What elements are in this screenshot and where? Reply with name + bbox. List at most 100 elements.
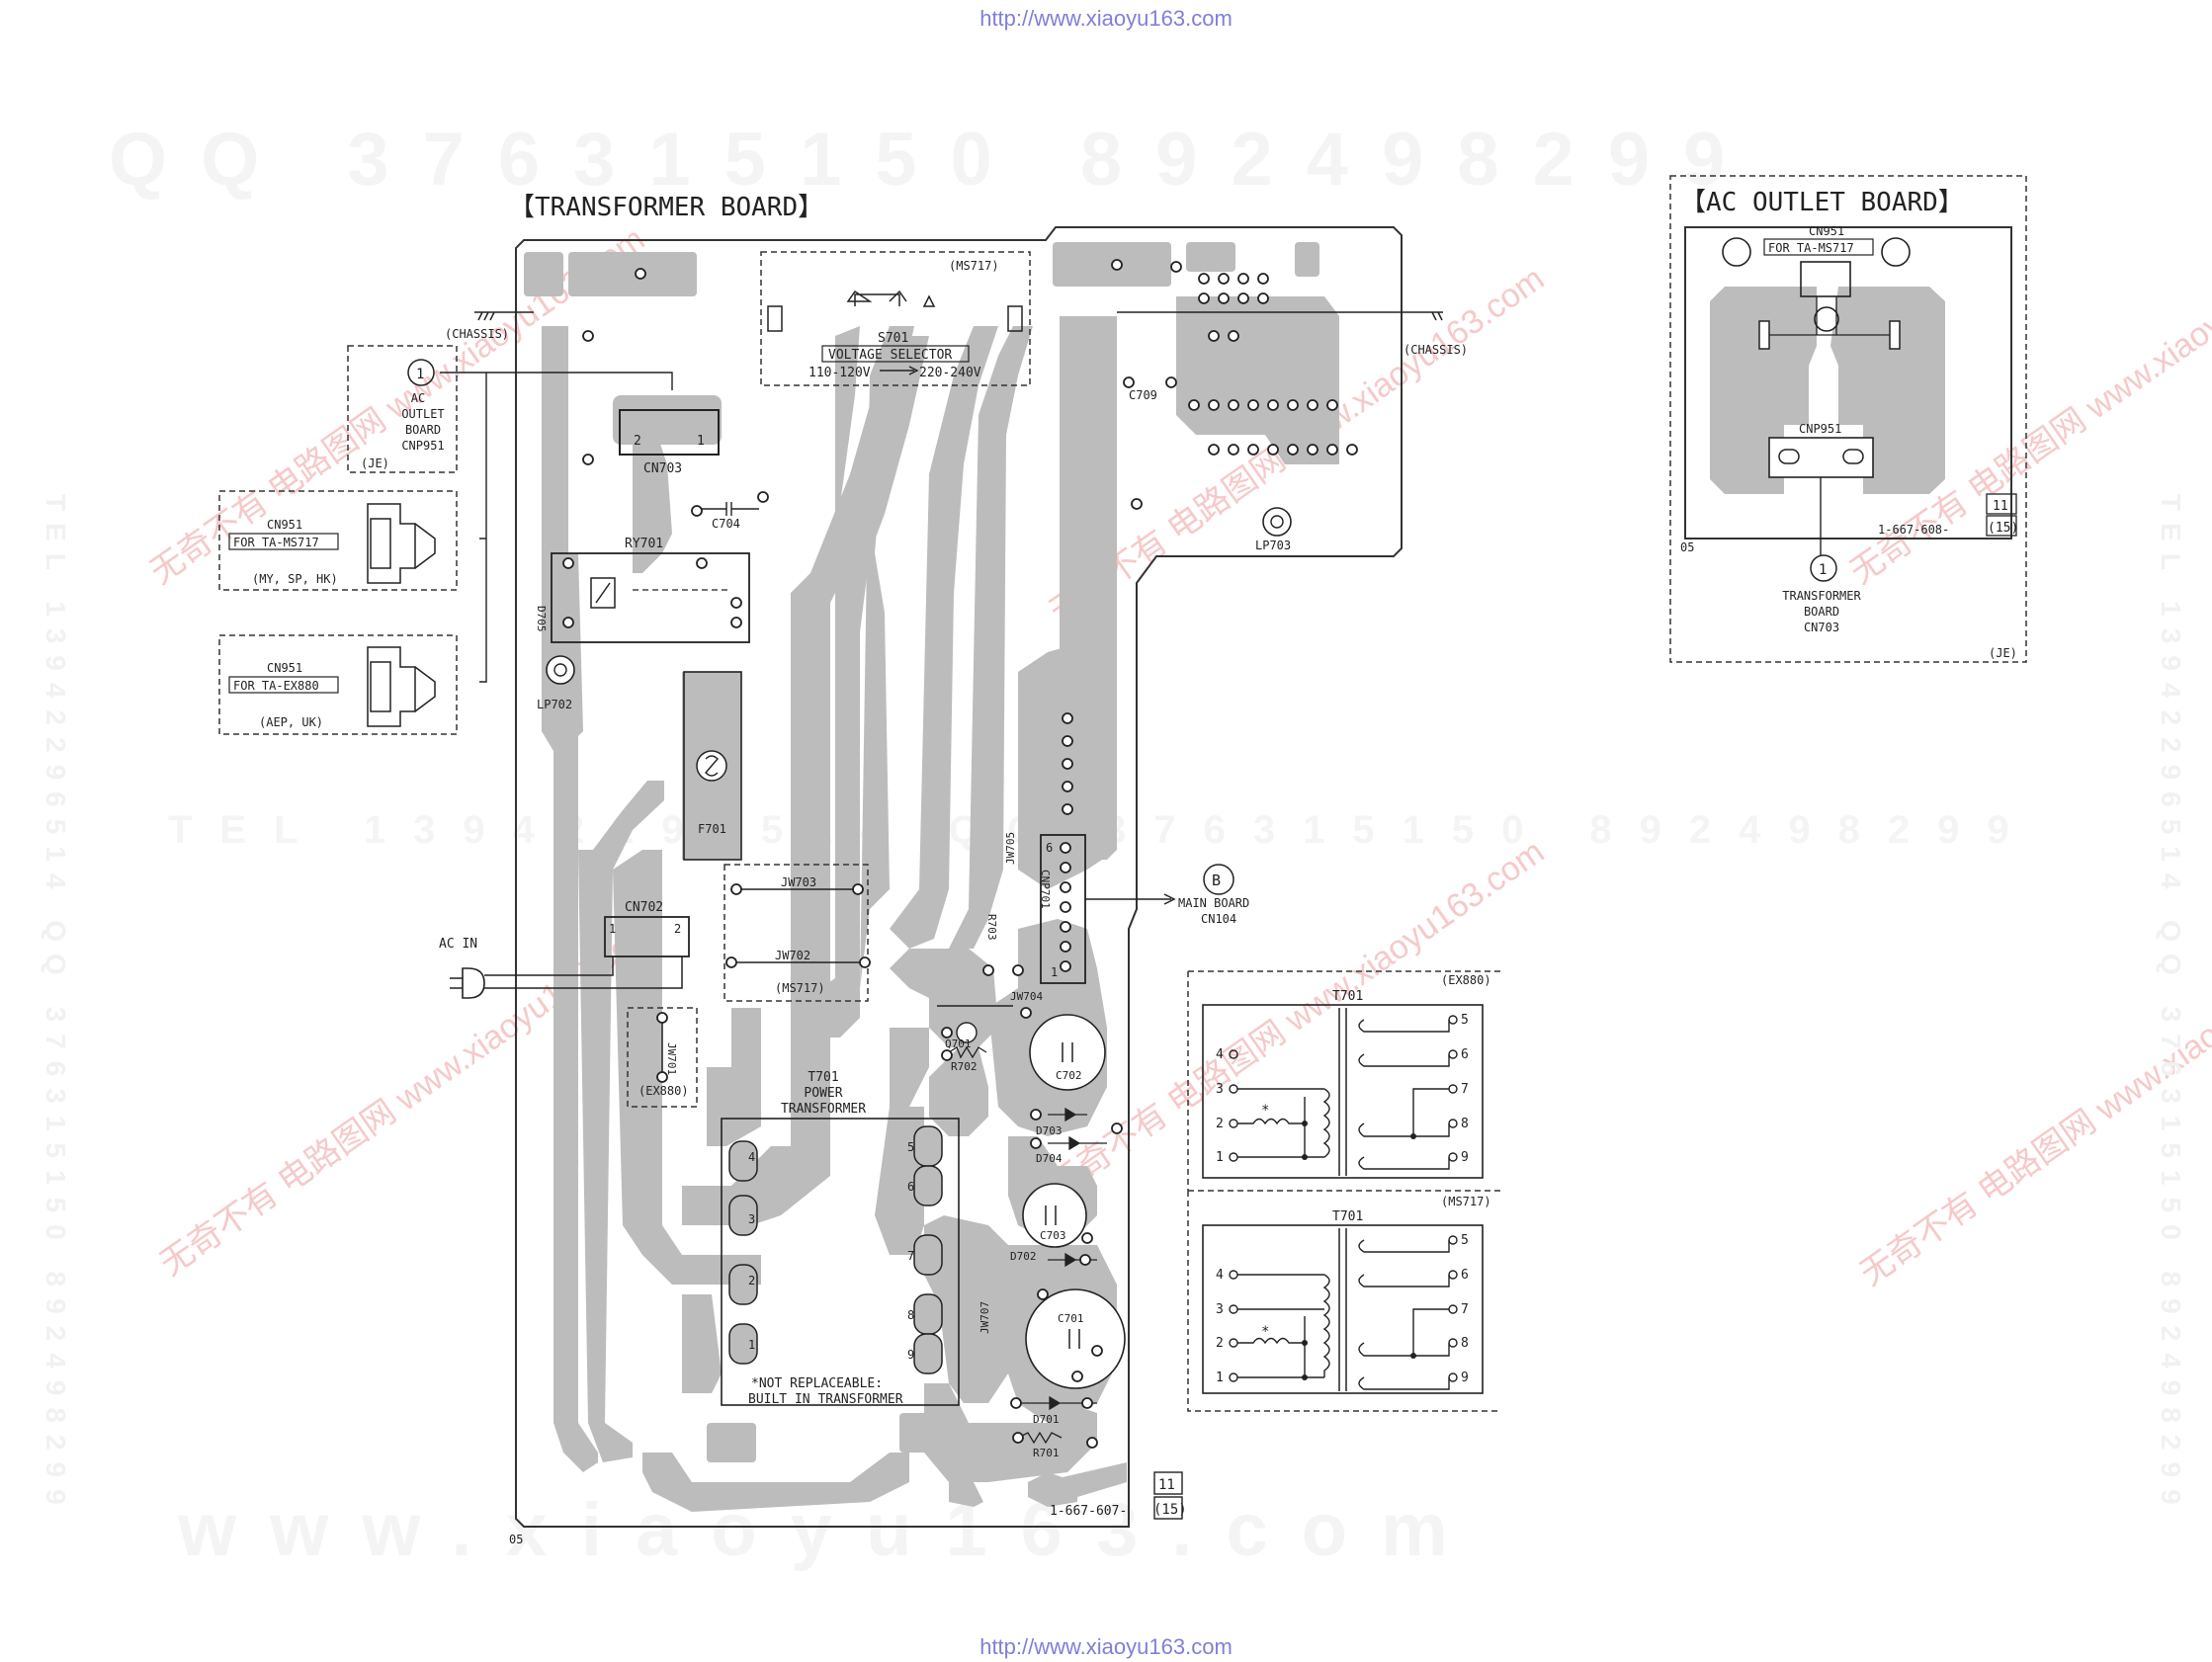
ex880-pin1: 1 [1216,1150,1224,1165]
ms717-title: T701 [1332,1209,1363,1224]
s701-label: S701 [878,331,908,346]
d704-label: D704 [1036,1152,1063,1165]
ex880-tag: (EX880) [638,1084,689,1098]
cn951-ms717-box [218,490,458,591]
ms717-pin9: 9 [1461,1371,1469,1385]
c702-label: C702 [1056,1069,1082,1082]
t701-title-line2: POWER [804,1086,842,1101]
c704-label: C704 [712,517,740,531]
ms717-variant: (MS717) [1441,1195,1491,1208]
f701-label: F701 [698,822,726,836]
ms717-pin7: 7 [1461,1302,1469,1317]
ac-outlet-dest-line3: CN703 [1804,621,1839,634]
schematic-ex880: (EX880) T701 4 3 2 1 5 6 7 8 9 * [1187,970,1500,1191]
ac-outlet-board-dashed-frame [1669,175,2027,663]
d702-label: D702 [1010,1250,1037,1263]
ac-outlet-circle: 1 [1819,562,1827,578]
ac-outlet-ref-line1: AC [411,391,425,405]
ac-outlet-cn951: CN951 [1809,224,1844,238]
jw702-label: JW702 [775,949,810,962]
ac-outlet-ref-line4: CNP951 [401,439,444,453]
ex880-pin9: 9 [1461,1150,1469,1165]
ms717-pin6: 6 [1461,1268,1469,1283]
ry701-label: RY701 [625,537,663,551]
cnp701-pin6: 6 [1046,841,1053,855]
schematic-ms717: (MS717) T701 4 3 2 1 5 6 7 8 9 * [1187,1190,1500,1412]
main-board-label: MAIN BOARD [1178,896,1249,910]
voltage-110-label: 110-120V [808,366,871,380]
ac-outlet-dest-line2: BOARD [1804,605,1839,619]
ms717-tag: (MS717) [949,259,999,273]
watermark-side-right: TEL 13942296514 QQ 376315150 892498299 [2156,494,2186,1517]
cnp701-pin1: 1 [1051,965,1058,979]
watermark-top: QQ 376315150 892498299 [109,118,1759,202]
d703-label: D703 [1036,1124,1063,1137]
r701-label: R701 [1033,1447,1060,1459]
jumper-area-ex880 [627,1007,698,1108]
ac-plug-icon [450,967,485,999]
cnp701-connector [1040,834,1086,984]
ac-outlet-board-title: 【AC OUTLET BOARD】 [1680,188,1964,217]
cn951-ex880-for: FOR TA-EX880 [233,679,319,693]
t701-pin1: 1 [748,1338,755,1352]
jw703-label: JW703 [781,875,816,889]
header-url: http://www.xiaoyu163.com [979,6,1233,31]
cn703-label: CN703 [643,461,682,476]
ms717-pin2: 2 [1216,1336,1224,1351]
cn951-ms717-for: FOR TA-MS717 [233,536,319,549]
not-replaceable-line2: BUILT IN TRANSFORMER [748,1392,903,1407]
t701-pin5: 5 [907,1140,914,1154]
ac-outlet-corner: 05 [1680,540,1694,554]
transformer-rev-top: 11 [1158,1477,1175,1493]
cn951-ex880-box [218,634,458,735]
ms717-pin1: 1 [1216,1371,1224,1385]
voltage-selector-label: VOLTAGE SELECTOR [828,348,952,363]
transformer-board-title: 【TRANSFORMER BOARD】 [509,193,823,222]
ex880-pin6: 6 [1461,1047,1469,1062]
cnp701-label: CNP701 [1039,870,1052,909]
t701-pin6: 6 [907,1180,914,1194]
ac-outlet-rev-top: 11 [1993,499,2008,514]
jumper-area-ms717 [723,864,869,1002]
q701-label: Q701 [945,1038,972,1050]
ac-in-label: AC IN [439,937,477,952]
f701-fuse [683,671,742,861]
cn702-pin2: 2 [674,922,681,936]
cn951-ex880-label: CN951 [267,661,302,675]
transformer-rev-bottom: (15) [1153,1502,1187,1518]
jw707-label: JW707 [978,1301,991,1334]
ms717-star: * [1261,1324,1269,1340]
transformer-board: 【TRANSFORMER BOARD】 [218,193,1468,1546]
t701-pin8: 8 [907,1308,914,1322]
lp703-label: LP703 [1255,539,1291,552]
transformer-corner: 05 [509,1533,523,1546]
voltage-220-label: 220-240V [919,366,981,380]
je-tag: (JE) [361,457,389,470]
chassis-ground-left-icon [474,311,534,321]
cn104-label: CN104 [1201,912,1236,926]
ac-outlet-ref-box [347,345,458,473]
ex880-variant: (EX880) [1441,973,1491,987]
c709-label: C709 [1129,388,1157,402]
cn702-label: CN702 [625,900,663,915]
r703-label: R703 [985,914,998,941]
main-board-circle: B [1212,872,1221,889]
t701-pin4: 4 [748,1150,755,1164]
ac-outlet-dest-line1: TRANSFORMER [1782,589,1861,603]
ex880-title: T701 [1332,989,1363,1004]
cn951-ms717-region: (MY, SP, HK) [252,572,338,586]
ex880-pin4: 4 [1216,1047,1224,1062]
footer-url: http://www.xiaoyu163.com [979,1634,1233,1659]
cnp951-label: CNP951 [1799,422,1841,436]
t701-power-transformer [721,1118,960,1406]
ms717-pin4: 4 [1216,1268,1224,1283]
ms717-pin8: 8 [1461,1336,1469,1351]
ms717-tag-2: (MS717) [775,981,825,995]
cn702-pin1: 1 [609,922,616,936]
t701-title-line3: TRANSFORMER [781,1102,866,1117]
cn951-ex880-region: (AEP, UK) [259,715,323,729]
c703-label: C703 [1040,1229,1066,1242]
ac-outlet-ref-line2: OUTLET [401,407,444,421]
ex880-pin7: 7 [1461,1082,1469,1097]
